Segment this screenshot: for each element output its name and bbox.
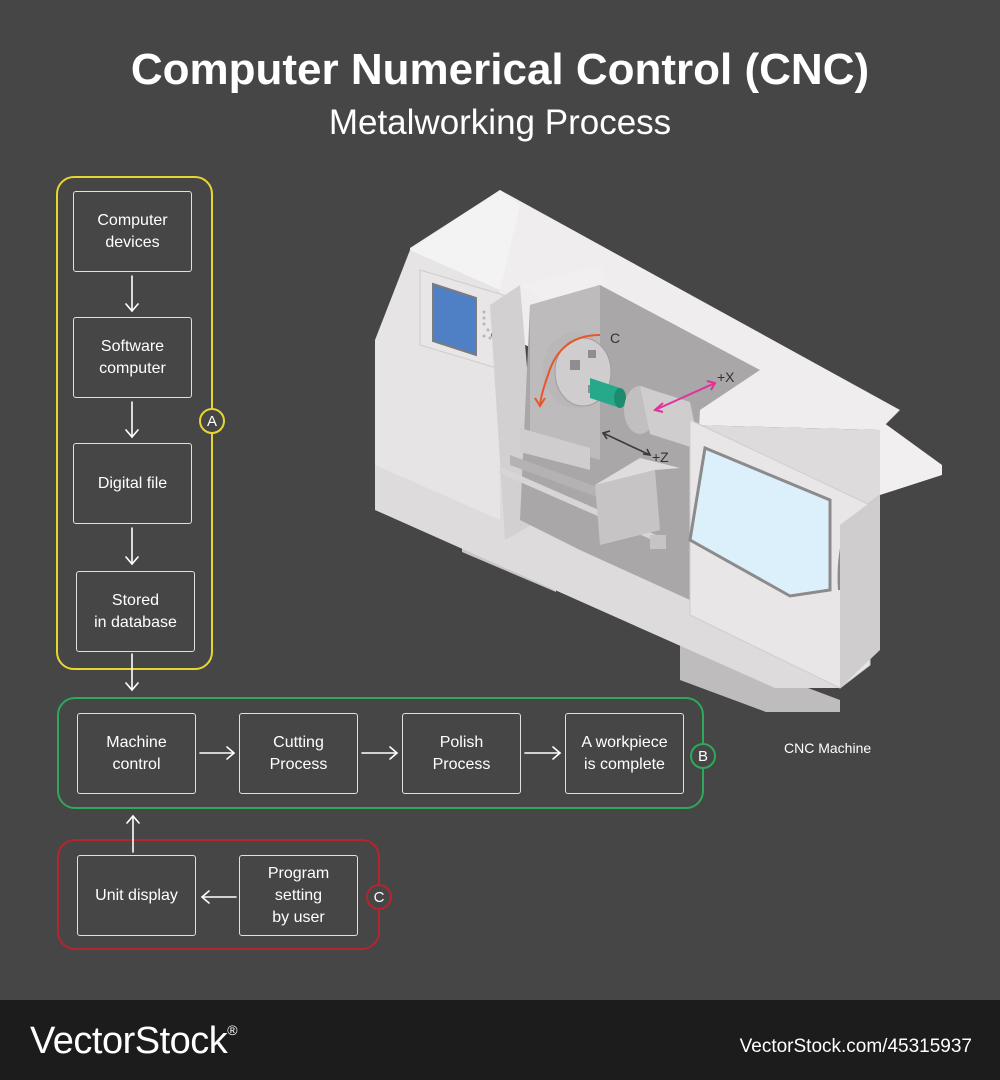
group-b-badge: B (690, 743, 716, 769)
arrow-devices-to-software (125, 275, 139, 313)
arrow-program-to-unit-display (200, 890, 237, 904)
arrow-database-to-machine-control (125, 653, 139, 692)
z-axis-arrow-icon (602, 432, 651, 456)
arrow-machine-control-to-cutting (199, 746, 236, 760)
workpiece (590, 378, 620, 408)
axis-label-x: +X (717, 369, 735, 385)
door-window (688, 445, 832, 598)
page-subtitle: Metalworking Process (328, 103, 672, 142)
x-axis-arrow-icon (654, 382, 716, 411)
flow-arrows (125, 275, 562, 904)
machine-caption: CNC Machine (784, 740, 872, 756)
stock-id: VectorStock.com/45315937 (739, 1036, 972, 1057)
step-unit-display: Unit display (77, 855, 196, 936)
step-digital-file: Digital file (73, 443, 192, 524)
step-program-setting: Program setting by user (239, 855, 358, 936)
step-cutting-process: Cutting Process (239, 713, 358, 794)
arrow-software-to-digital-file (125, 401, 139, 439)
group-a-badge: A (199, 408, 225, 434)
cnc-machine-illustration (375, 190, 942, 712)
footer-bar: VectorStock® VectorStock.com/45315937 (0, 1000, 1000, 1080)
group-c-badge: C (366, 884, 392, 910)
axis-label-z: +Z (652, 449, 669, 465)
arrow-unit-display-to-machine-control (126, 814, 140, 853)
control-screen-icon (432, 282, 477, 357)
step-polish-process: Polish Process (402, 713, 521, 794)
c-axis-arrow-icon (539, 334, 601, 406)
arrow-digital-file-to-database (125, 527, 139, 566)
step-machine-control: Machine control (77, 713, 196, 794)
arrow-polish-to-workpiece (524, 746, 562, 760)
axis-label-c: C (610, 330, 621, 346)
step-workpiece-complete: A workpiece is complete (565, 713, 684, 794)
page-title: Computer Numerical Control (CNC) (130, 45, 870, 94)
arrow-cutting-to-polish (361, 746, 399, 760)
step-software-computer: Software computer (73, 317, 192, 398)
step-computer-devices: Computer devices (73, 191, 192, 272)
step-stored-in-database: Stored in database (76, 571, 195, 652)
brand-logo: VectorStock® (30, 1020, 238, 1062)
